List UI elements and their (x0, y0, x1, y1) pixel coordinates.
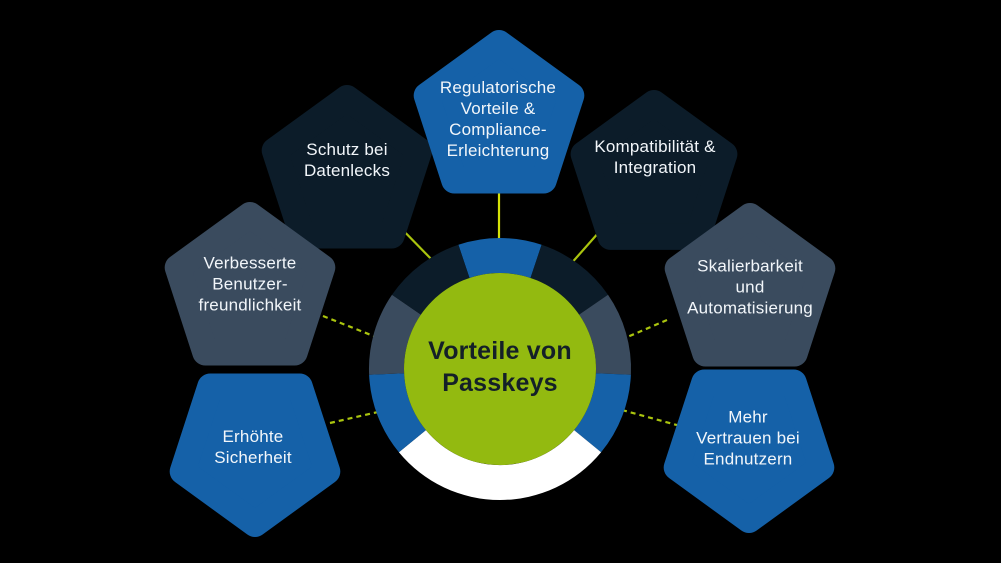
pentagon-schutz-bei-datenlecks (261, 85, 433, 249)
connector-line-skalierbarkeit (624, 318, 668, 340)
pentagon-verbesserte-benutzerfreundlichkeit (164, 202, 336, 366)
connector-line-erhoehte (329, 410, 379, 425)
ring-segment-lower-right (574, 373, 631, 453)
connector-line-verbesserte (322, 314, 377, 339)
ring-segment-lower-left (369, 373, 426, 453)
pentagon-mehr-vertrauen (663, 369, 835, 533)
pentagon-skalierbarkeit-automatisierung (664, 203, 836, 367)
pentagon-regulatorische-vorteile (413, 30, 585, 194)
ring-segment-bottom (398, 430, 602, 500)
pentagon-erhoehte-sicherheit (169, 373, 341, 537)
connector-line-mehr-vertrauen (621, 408, 685, 429)
ring-segment-upper-right (530, 244, 608, 315)
ring-segment-left (368, 294, 421, 375)
center-circle (404, 273, 596, 465)
pentagon-kompatibilitaet-integration (570, 90, 738, 250)
ring-segment-upper-left (392, 244, 470, 315)
ring-segment-top (458, 238, 542, 278)
ring-segment-right (579, 294, 632, 375)
